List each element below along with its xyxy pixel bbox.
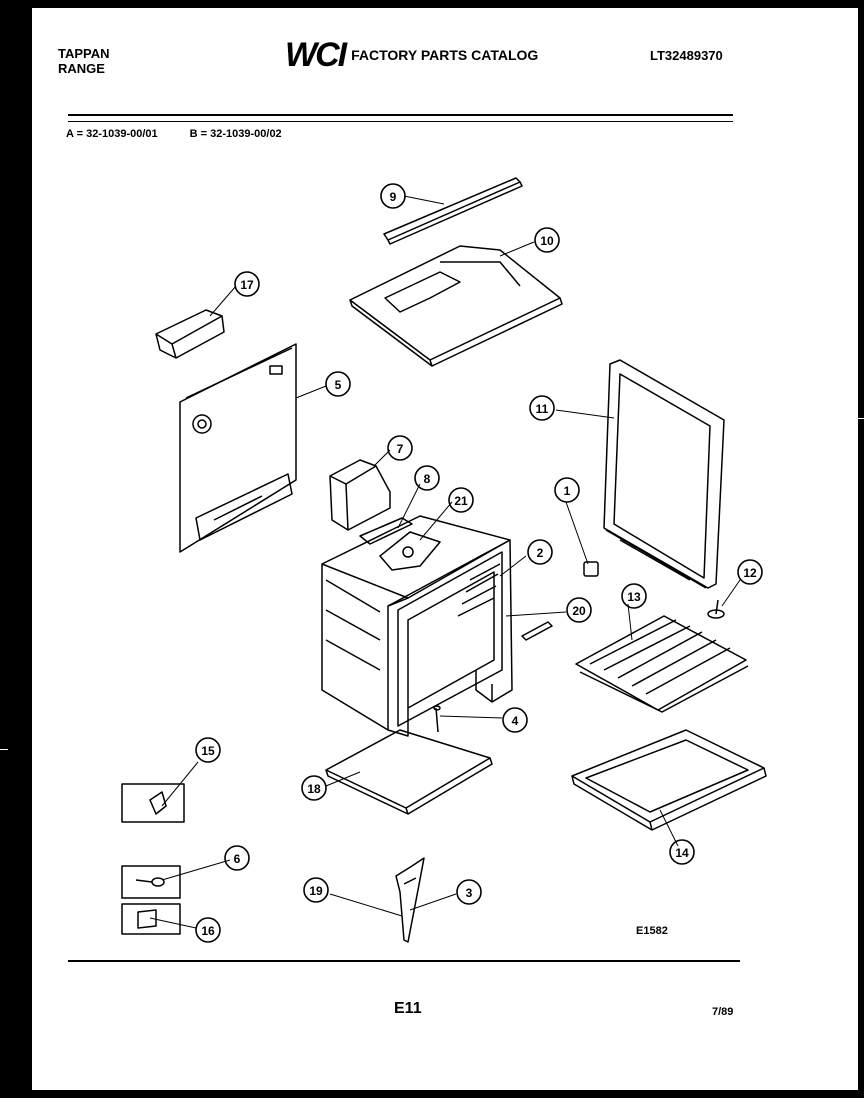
- callout-4: [502, 707, 528, 733]
- product-type: RANGE: [58, 61, 105, 76]
- part-7-vent-duct: [329, 459, 391, 531]
- part-11-door-frame: [603, 359, 725, 589]
- variant-legend: A = 32-1039-00/01 B = 32-1039-00/02: [66, 128, 282, 140]
- callout-label-17: 17: [240, 278, 254, 292]
- leader-lines: [149, 195, 741, 929]
- part-2-oven-body: [321, 515, 513, 737]
- callout-19: [303, 877, 329, 903]
- callout-label-7: 7: [397, 442, 404, 456]
- callout-label-4: 4: [512, 714, 519, 728]
- callout-9: [380, 183, 406, 209]
- callout-label-5: 5: [335, 378, 342, 392]
- callout-label-3: 3: [466, 886, 473, 900]
- callout-label-14: 14: [675, 846, 689, 860]
- margin-tick: [856, 418, 864, 419]
- part-10-cooktop-panel: [349, 245, 563, 367]
- callout-label-11: 11: [536, 402, 549, 416]
- callout-7: [387, 435, 413, 461]
- callout-6: [224, 845, 250, 871]
- callout-17: [234, 271, 260, 297]
- part-16-clip: [121, 903, 181, 935]
- part-8-burner-bracket: [359, 517, 413, 545]
- callout-label-16: 16: [201, 924, 215, 938]
- catalog-title: FACTORY PARTS CATALOG: [351, 46, 539, 63]
- part-9-trim-bar: [383, 177, 523, 245]
- catalog-heading: WCI FACTORY PARTS CATALOG: [285, 38, 538, 72]
- callout-18: [301, 775, 327, 801]
- callout-14: [669, 839, 695, 865]
- brand-name: TAPPAN: [58, 46, 110, 61]
- brand-block: TAPPAN RANGE: [58, 46, 110, 76]
- callout-label-10: 10: [540, 234, 554, 248]
- callout-2: [527, 539, 553, 565]
- callout-label-12: 12: [743, 566, 757, 580]
- part-19-3-valve: [395, 857, 425, 943]
- callout-8: [414, 465, 440, 491]
- callout-label-21: 21: [454, 494, 468, 508]
- part-4-pin: [433, 705, 441, 733]
- part-14-broiler-pan: [571, 729, 767, 831]
- callout-label-6: 6: [234, 852, 241, 866]
- callout-label-13: 13: [627, 590, 641, 604]
- header-rule: [68, 114, 733, 122]
- part-13-oven-rack: [575, 615, 749, 713]
- variant-b: B = 32-1039-00/02: [189, 128, 282, 140]
- callout-1: [554, 477, 580, 503]
- part-15-hinge: [121, 783, 185, 823]
- wci-logo: WCI: [285, 36, 347, 74]
- callout-13: [621, 583, 647, 609]
- callout-label-1: 1: [564, 484, 571, 498]
- part-17-bracket: [155, 309, 225, 359]
- callout-5: [325, 371, 351, 397]
- callout-label-9: 9: [390, 190, 397, 204]
- model-number: LT32489370: [650, 48, 723, 63]
- callout-label-18: 18: [307, 782, 321, 796]
- callout-12: [737, 559, 763, 585]
- callouts: [195, 183, 763, 943]
- callout-21: [448, 487, 474, 513]
- callout-10: [534, 227, 560, 253]
- callout-label-20: 20: [572, 604, 586, 618]
- diagram-code: E1582: [636, 925, 668, 937]
- callout-11: [529, 395, 555, 421]
- variant-a: A = 32-1039-00/01: [66, 128, 158, 140]
- part-6-screw: [121, 865, 181, 899]
- page-number: E11: [394, 1000, 422, 1017]
- part-20-igniter: [521, 621, 553, 641]
- revision-date: 7/89: [712, 1006, 734, 1018]
- footer-rule: [68, 960, 740, 962]
- part-5-back-panel: [179, 343, 297, 553]
- callout-3: [456, 879, 482, 905]
- callout-label-15: 15: [201, 744, 215, 758]
- callout-label-19: 19: [309, 884, 323, 898]
- part-12-leveling-leg: [707, 599, 725, 619]
- part-1-knob: [583, 561, 599, 577]
- part-18-bottom-panel: [325, 729, 493, 815]
- callout-label-2: 2: [537, 546, 544, 560]
- part-21-burner: [379, 531, 441, 571]
- callout-16: [195, 917, 221, 943]
- callout-15: [195, 737, 221, 763]
- callout-20: [566, 597, 592, 623]
- margin-tick: [0, 749, 8, 750]
- callout-label-8: 8: [424, 472, 431, 486]
- catalog-sheet: [32, 8, 858, 1090]
